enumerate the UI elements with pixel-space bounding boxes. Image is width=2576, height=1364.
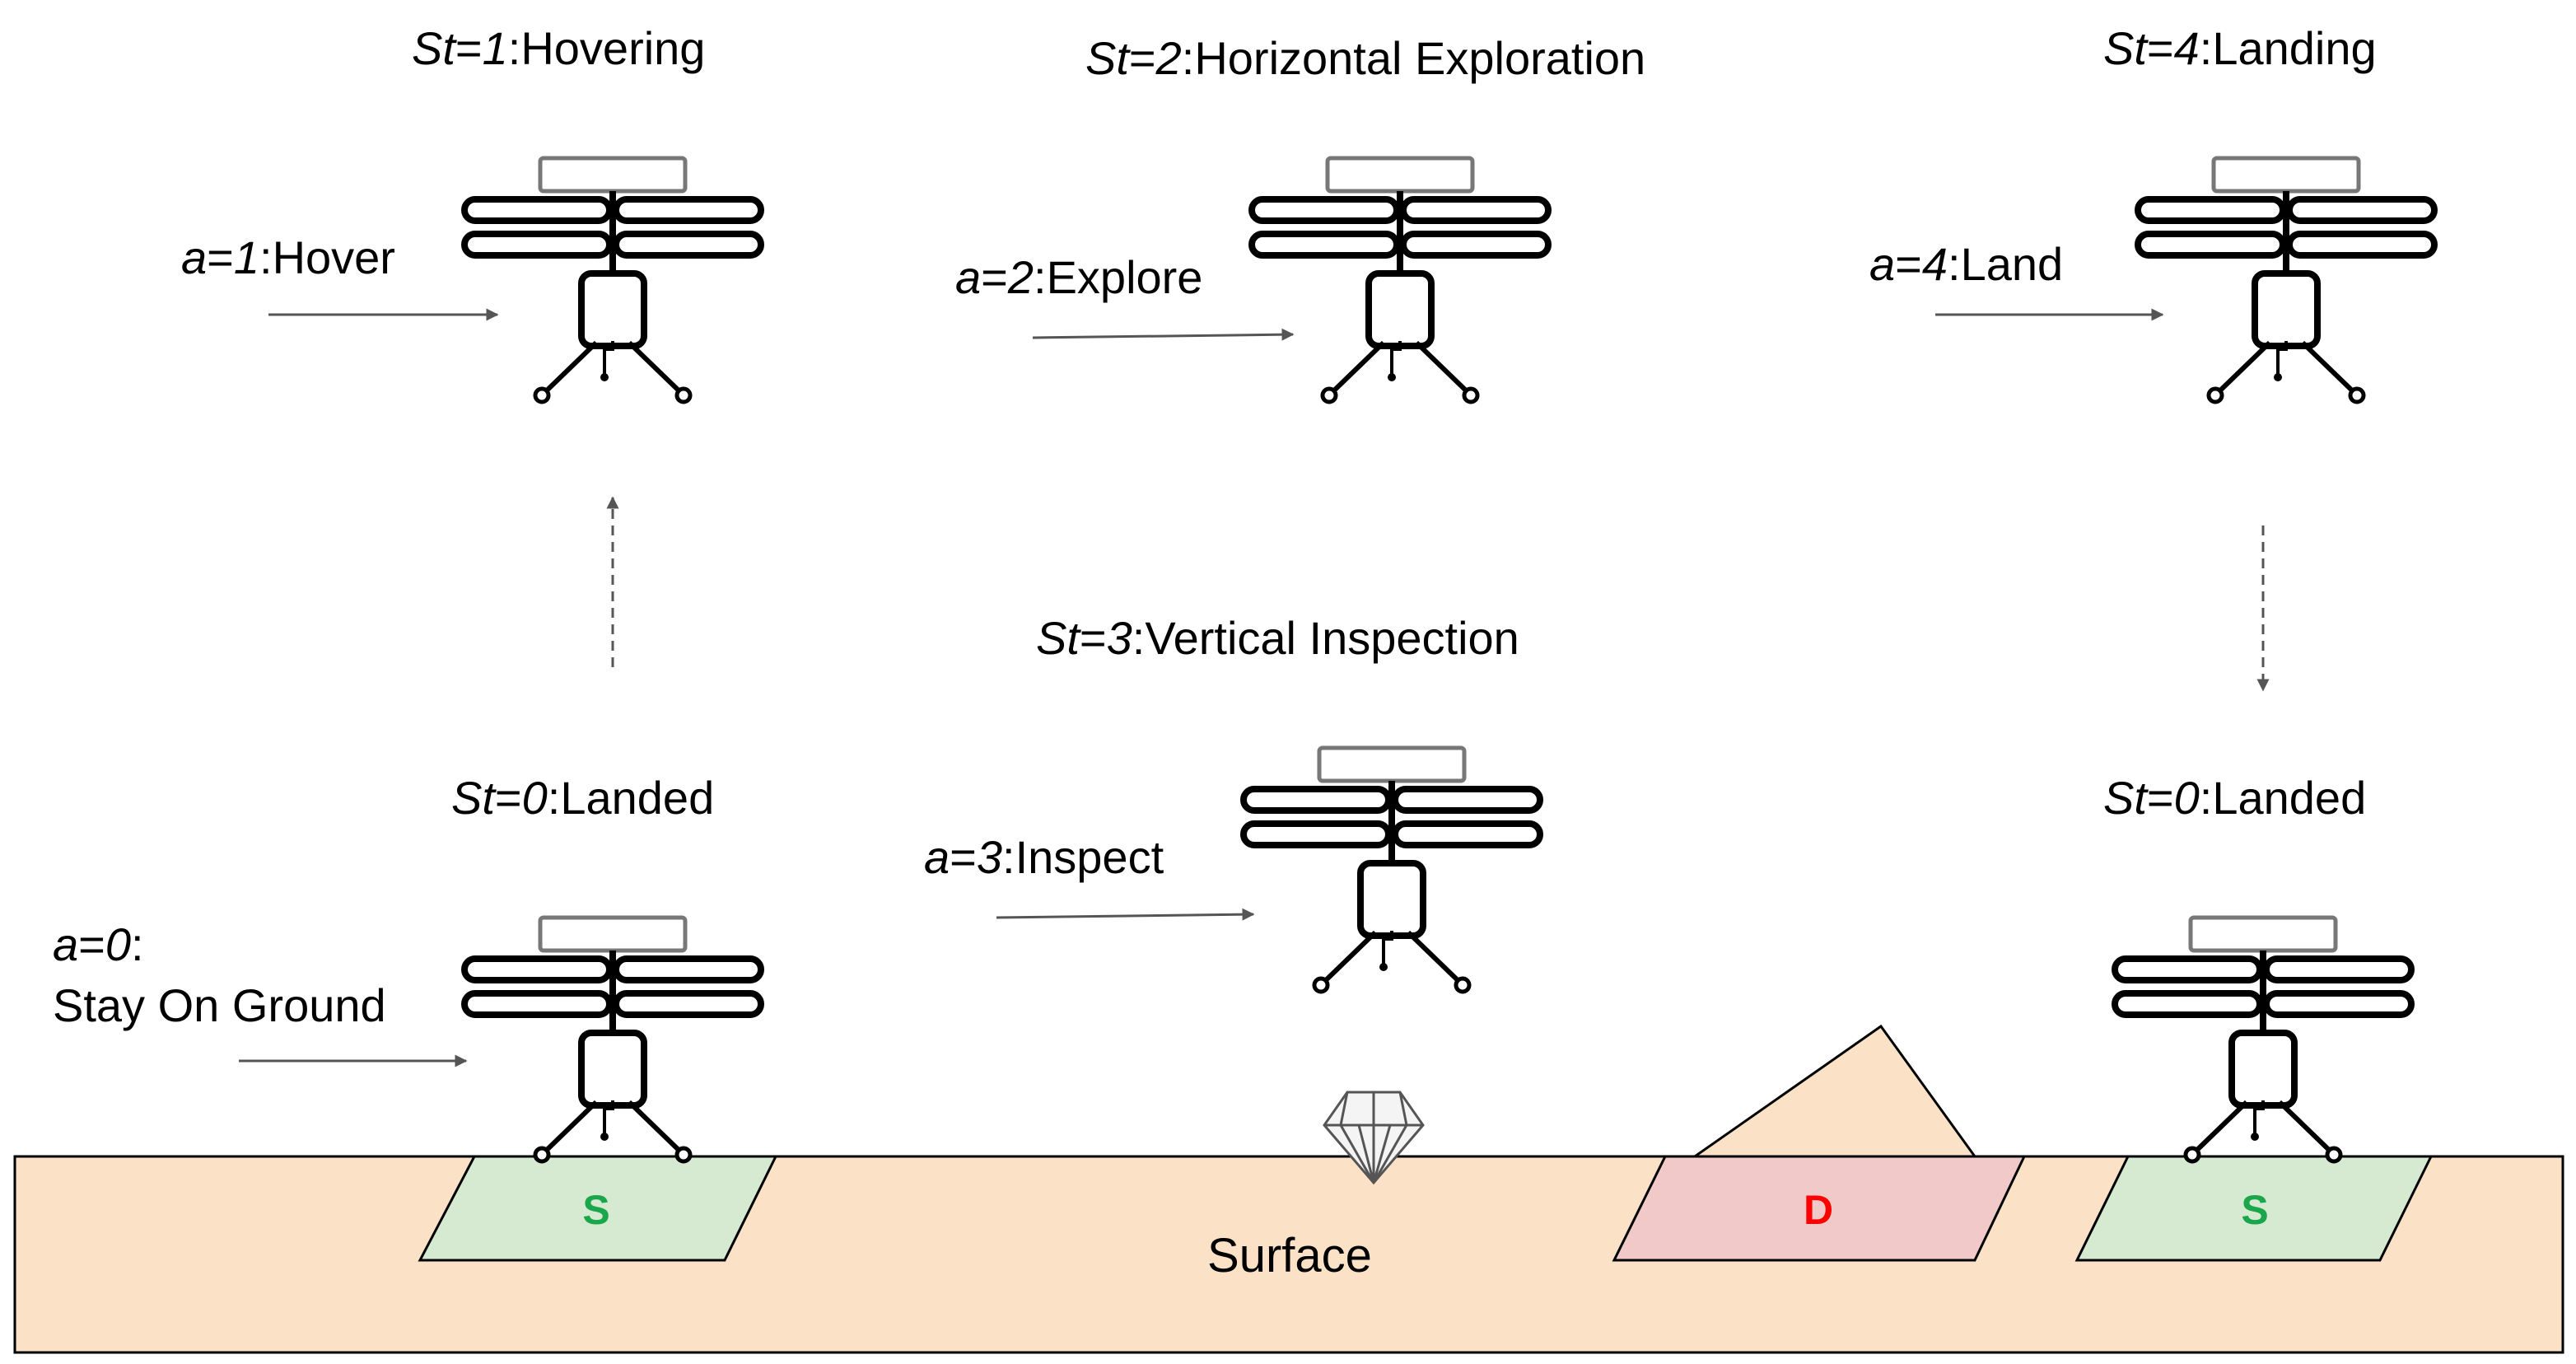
- action-label-inspect: a=3:Inspect: [924, 831, 1164, 883]
- action-label-hover: a=1:Hover: [181, 231, 395, 283]
- rock: [1691, 1024, 1977, 1158]
- destination-pad: [1612, 1155, 2027, 1262]
- destination-pad-letter: D: [1804, 1187, 1833, 1233]
- drone-icon-landed-end: [2115, 918, 2411, 1161]
- state-label-horizontal-exploration: St=2:Horizontal Exploration: [1085, 32, 1645, 84]
- surface-label: Surface: [1207, 1229, 1372, 1282]
- drone-icon-exploring: [1252, 158, 1548, 402]
- action-label-land: a=4:Land: [1869, 238, 2063, 290]
- diamond-icon: [1323, 1091, 1425, 1185]
- state-label-landed-end: St=0:Landed: [2103, 772, 2366, 824]
- drone-icon-landing: [2138, 158, 2434, 402]
- drone-icon-hovering: [464, 158, 761, 402]
- action-label-explore: a=2:Explore: [955, 251, 1202, 303]
- state-label-landing: St=4:Landing: [2103, 22, 2377, 74]
- state-label-landed-start: St=0:Landed: [451, 772, 714, 824]
- action-label-stay-on-ground: a=0:Stay On Ground: [53, 918, 386, 1031]
- arrow-inspect: [996, 908, 1255, 921]
- state-label-hovering: St=1:Hovering: [412, 22, 705, 74]
- state-label-vertical-inspection: St=3:Vertical Inspection: [1036, 612, 1519, 664]
- landing-pad-letter: S: [2241, 1187, 2268, 1233]
- start-pad-letter: S: [582, 1187, 609, 1233]
- drone-icon-landed-start: [464, 918, 761, 1161]
- drone-icon-inspecting: [1244, 748, 1540, 992]
- arrow-explore: [1032, 328, 1295, 341]
